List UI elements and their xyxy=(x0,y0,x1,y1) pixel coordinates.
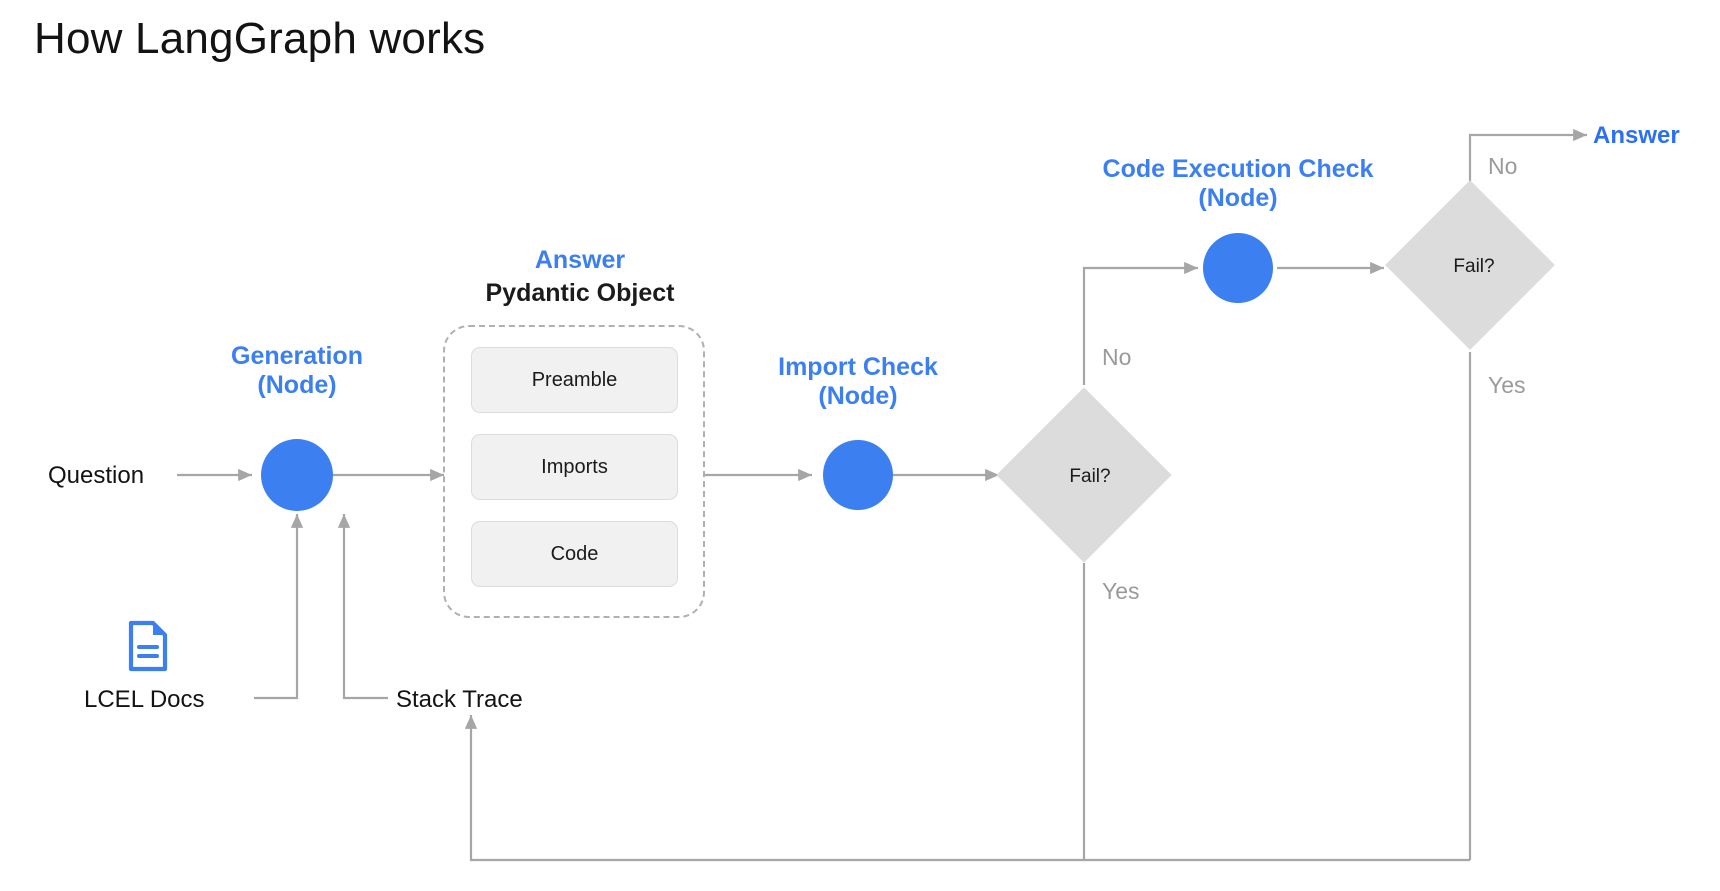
output-answer-label: Answer xyxy=(1593,122,1680,149)
document-icon xyxy=(126,620,170,672)
edge-label-import-yes: Yes xyxy=(1102,578,1140,604)
node-code-exec-name: Code Execution Check xyxy=(1102,155,1374,183)
input-lcel-docs-label: LCEL Docs xyxy=(84,686,205,713)
object-title: Answer xyxy=(534,246,626,274)
node-generation-title: Generation (Node) xyxy=(231,342,363,400)
edge-feedback-bus xyxy=(464,715,1470,862)
decision-exec-fail-label: Fail? xyxy=(1453,256,1495,277)
pydantic-object-group xyxy=(443,325,705,618)
node-code-exec-circle[interactable] xyxy=(1203,233,1273,303)
object-field-code[interactable]: Code xyxy=(471,521,678,587)
object-subtitle: Pydantic Object xyxy=(485,279,675,307)
node-code-exec-title: Code Execution Check (Node) xyxy=(1103,155,1374,213)
node-generation-name: Generation xyxy=(231,342,363,370)
node-import-check-subtitle: (Node) xyxy=(818,382,898,410)
node-code-exec-subtitle: (Node) xyxy=(1198,184,1278,212)
decision-import-fail-label: Fail? xyxy=(1069,466,1111,487)
node-generation-subtitle: (Node) xyxy=(257,371,337,399)
edge-label-exec-yes: Yes xyxy=(1488,372,1526,398)
input-question-label: Question xyxy=(48,462,145,489)
node-import-check-title: Import Check (Node) xyxy=(778,353,938,411)
edge-stacktrace-to-generation xyxy=(337,514,388,700)
node-generation-circle[interactable] xyxy=(261,439,333,511)
edge-label-exec-no: No xyxy=(1488,153,1518,179)
edge-execfail-no-to-answer xyxy=(1468,128,1587,183)
node-import-check-name: Import Check xyxy=(778,353,938,381)
object-field-imports[interactable]: Imports xyxy=(471,434,678,500)
page-title: How LangGraph works xyxy=(34,14,486,63)
input-stack-trace-label: Stack Trace xyxy=(396,686,523,713)
edge-lceldocs-to-generation xyxy=(254,514,304,700)
edge-importfail-no-to-codeexec xyxy=(1082,261,1198,385)
object-field-preamble[interactable]: Preamble xyxy=(471,347,678,413)
edge-label-import-no: No xyxy=(1102,344,1132,370)
node-import-check-circle[interactable] xyxy=(823,440,893,510)
